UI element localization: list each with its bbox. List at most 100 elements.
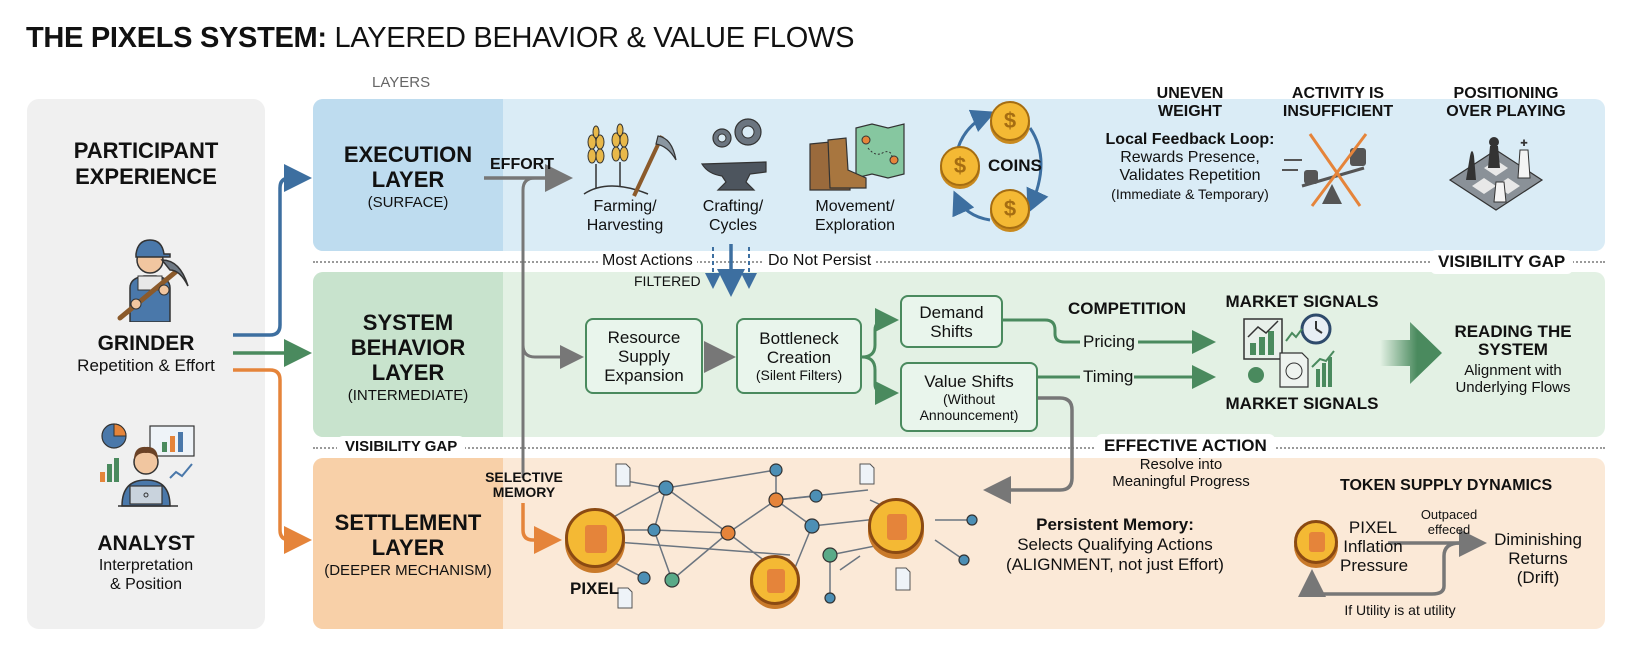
participant-title-line2: EXPERIENCE bbox=[75, 164, 217, 189]
grinder-to-execution-arrow bbox=[233, 164, 312, 337]
bottleneck-to-value-arrow bbox=[861, 355, 899, 405]
coins-loop-arrow-right bbox=[1026, 127, 1049, 214]
outpaced-line2: effeced bbox=[1427, 522, 1471, 537]
activity-insufficient-line2: INSUFFICIENT bbox=[1282, 103, 1394, 120]
diminishing-line2: Returns bbox=[1508, 549, 1568, 568]
most-actions-label: Most Actions bbox=[598, 251, 697, 270]
pixel-coin-center-icon bbox=[750, 555, 800, 605]
visibility-gap-line-1 bbox=[313, 261, 1605, 263]
activity-farming-line2: Harvesting bbox=[586, 217, 664, 234]
effort-down-line bbox=[521, 176, 536, 478]
miner-with-pickaxe-icon bbox=[117, 239, 189, 322]
settlement-layer-label-bg bbox=[313, 458, 503, 629]
pixel-coin-right-icon bbox=[868, 498, 924, 554]
feedback-loop-text: Local Feedback Loop: Rewards Presence, V… bbox=[1070, 131, 1310, 203]
settlement-layer-title: SETTLEMENT LAYER bbox=[313, 510, 503, 560]
utility-feedback-arrow bbox=[1298, 541, 1461, 597]
activity-movement: Movement/ Exploration bbox=[800, 197, 910, 235]
market-signals-bottom-label: MARKET SIGNALS bbox=[1225, 394, 1379, 413]
boots-map-icon bbox=[809, 123, 905, 191]
execution-layer-title: EXECUTION LAYER bbox=[313, 142, 503, 192]
value-line1: Value Shifts bbox=[924, 371, 1014, 391]
visibility-gap-label-2: VISIBILITY GAP bbox=[337, 436, 466, 457]
system-layer-sub: (INTERMEDIATE) bbox=[347, 387, 469, 404]
resolve-line2: Meaningful Progress bbox=[1112, 473, 1250, 490]
diminishing-line3: (Drift) bbox=[1516, 568, 1560, 587]
bottleneck-to-demand-arrow bbox=[861, 308, 899, 359]
bottleneck-line1: Bottleneck bbox=[759, 329, 839, 348]
if-utility-text: If Utility is at utility bbox=[1344, 602, 1456, 618]
do-not-persist-label: Do Not Persist bbox=[764, 251, 876, 270]
diminishing-line1: Diminishing bbox=[1494, 530, 1582, 549]
feedback-line3: (Immediate & Temporary) bbox=[1111, 186, 1269, 202]
visibility-gap-label-1: VISIBILITY GAP bbox=[1430, 250, 1574, 274]
analyst-with-charts-icon bbox=[100, 423, 195, 507]
token-supply-title: TOKEN SUPPLY DYNAMICS bbox=[1340, 477, 1553, 494]
market-signals-top-label: MARKET SIGNALS bbox=[1225, 292, 1379, 311]
selective-line1: SELECTIVE bbox=[485, 469, 563, 485]
layers-heading: LAYERS bbox=[372, 74, 431, 91]
execution-title-line1: EXECUTION bbox=[343, 142, 473, 167]
competition-label: COMPETITION bbox=[1068, 299, 1187, 318]
coin-bottom-icon: $ bbox=[990, 189, 1030, 229]
resolve-line1: Resolve into bbox=[1139, 456, 1223, 473]
activity-crafting-line2: Cycles bbox=[708, 217, 757, 234]
reading-line2: SYSTEM bbox=[1478, 340, 1548, 359]
uneven-weight-line1: UNEVEN bbox=[1156, 85, 1224, 102]
persistent-title: Persistent Memory: bbox=[1036, 515, 1194, 534]
system-title-line3: LAYER bbox=[371, 360, 445, 385]
execution-title-line2: LAYER bbox=[371, 167, 445, 192]
settlement-title-line1: SETTLEMENT bbox=[334, 510, 482, 535]
persistent-line2: (ALIGNMENT, not just Effort) bbox=[1006, 555, 1224, 574]
value-line2: (Without bbox=[942, 390, 996, 407]
analyst-desc-line1: Interpretation bbox=[98, 557, 194, 574]
diminishing-returns-text: Diminishing Returns (Drift) bbox=[1486, 530, 1590, 587]
grinder-name: GRINDER bbox=[97, 332, 195, 355]
resource-supply-box: Resource Supply Expansion bbox=[585, 318, 703, 394]
resource-line1: Resource bbox=[607, 327, 681, 347]
timing-label: Timing bbox=[1083, 367, 1134, 386]
activity-farming: Farming/ Harvesting bbox=[570, 197, 680, 235]
positioning-line1: POSITIONING bbox=[1453, 85, 1559, 102]
pixel-inflation-line1: PIXEL bbox=[1348, 518, 1398, 537]
demand-line1: Demand bbox=[919, 302, 984, 322]
svg-text:✚: ✚ bbox=[1520, 138, 1528, 148]
analyst-desc-line2: & Position bbox=[109, 576, 183, 593]
participant-title: PARTICIPANT EXPERIENCE bbox=[27, 138, 265, 190]
activity-insufficient-line1: ACTIVITY IS bbox=[1291, 85, 1385, 102]
coins-label: COINS bbox=[988, 156, 1042, 175]
coins-loop-arrow-top bbox=[956, 109, 996, 149]
uneven-weight-line2: WEIGHT bbox=[1158, 103, 1222, 120]
value-shifts-box: Value Shifts (Without Announcement) bbox=[900, 362, 1038, 432]
system-layer-title: SYSTEM BEHAVIOR LAYER bbox=[313, 310, 503, 385]
crossed-scale-icon bbox=[1282, 133, 1368, 207]
activity-farming-line1: Farming/ bbox=[593, 198, 657, 215]
pixel-network-graph bbox=[589, 463, 978, 609]
reading-sub1: Alignment with bbox=[1464, 362, 1562, 379]
pixel-inflation-line2: Inflation bbox=[1343, 537, 1403, 556]
activity-insufficient-label: ACTIVITY IS INSUFFICIENT bbox=[1268, 85, 1408, 121]
value-to-settlement-arrow bbox=[983, 396, 1074, 504]
reading-system-sub: Alignment with Underlying Flows bbox=[1428, 362, 1598, 396]
effort-label: EFFORT bbox=[490, 156, 554, 173]
settlement-layer-sub: (DEEPER MECHANISM) bbox=[324, 562, 492, 579]
chessboard-icon: ✚ bbox=[1448, 137, 1544, 211]
reading-line1: READING THE bbox=[1454, 322, 1572, 341]
anvil-gears-icon bbox=[700, 118, 767, 191]
bottleneck-creation-box: Bottleneck Creation (Silent Filters) bbox=[736, 318, 862, 394]
title-rest: LAYERED BEHAVIOR & VALUE FLOWS bbox=[334, 22, 855, 54]
participant-title-line1: PARTICIPANT bbox=[73, 138, 219, 163]
activity-movement-line1: Movement/ bbox=[815, 198, 895, 215]
system-layer-label-bg bbox=[313, 272, 503, 437]
settlement-title-line2: LAYER bbox=[371, 535, 445, 560]
bottleneck-line3: (Silent Filters) bbox=[755, 367, 843, 383]
value-line3: Announcement) bbox=[919, 406, 1019, 423]
activity-crafting: Crafting/ Cycles bbox=[683, 197, 783, 235]
demand-to-pricing-line bbox=[1003, 318, 1080, 344]
visibility-gap-line-2 bbox=[313, 447, 1605, 449]
system-title-line2: BEHAVIOR bbox=[350, 335, 466, 360]
resource-line2: Supply bbox=[618, 346, 670, 366]
selective-memory-arrow bbox=[521, 503, 562, 554]
pixel-inflation-line3: Pressure bbox=[1340, 556, 1409, 575]
pixel-inflation-text: PIXEL Inflation Pressure bbox=[1340, 518, 1409, 575]
